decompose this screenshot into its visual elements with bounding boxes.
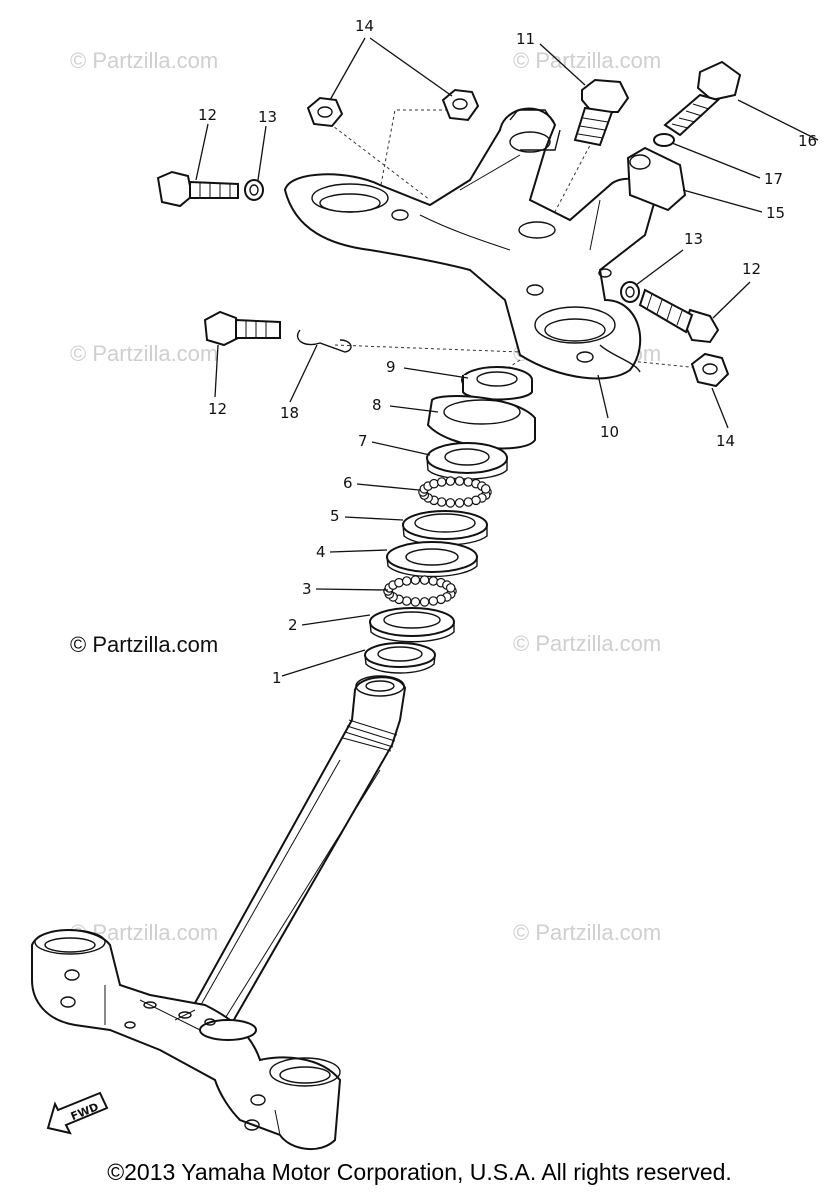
- watermark-prominent: © Partzilla.com: [70, 632, 218, 657]
- cover-7: [426, 442, 508, 480]
- nut-14-top-left: [306, 96, 344, 128]
- callout-8: 8: [372, 396, 382, 414]
- ball: [454, 498, 465, 508]
- washer-8: [426, 395, 536, 450]
- ball: [445, 476, 456, 486]
- callout-1: 1: [272, 669, 282, 687]
- callout-7: 7: [358, 432, 368, 450]
- ball: [394, 577, 404, 588]
- callout-18: 18: [280, 404, 299, 422]
- callout-13-right: 13: [684, 230, 703, 248]
- forward-arrow: FWD: [46, 1091, 109, 1135]
- ball: [445, 498, 456, 508]
- callout-12-right: 12: [742, 260, 761, 278]
- callout-11: 11: [516, 30, 535, 48]
- ball: [454, 476, 465, 486]
- ball: [410, 575, 421, 585]
- bolt-12-upper-left: [156, 170, 239, 208]
- bolt-12-lower-left: [203, 310, 281, 347]
- ball: [463, 477, 474, 487]
- bolt-11: [573, 78, 630, 147]
- ball: [480, 484, 491, 494]
- bearing-race-5: [402, 510, 488, 546]
- ring-nut-9: [461, 366, 533, 401]
- washer-13-left: [244, 179, 264, 201]
- ball: [445, 583, 456, 593]
- callout-2: 2: [288, 616, 298, 634]
- ball: [401, 576, 412, 586]
- watermark-top-left: © Partzilla.com: [70, 48, 218, 73]
- ball-bearings-3: [383, 575, 457, 607]
- nut-14-right: [690, 352, 730, 388]
- callout-6: 6: [343, 474, 353, 492]
- clamp-15: [626, 146, 687, 212]
- washer-13-right: [620, 281, 640, 303]
- ball: [428, 576, 439, 586]
- bearing-race-4: [386, 541, 478, 578]
- callout-3: 3: [302, 580, 312, 598]
- watermark-top-right: © Partzilla.com: [513, 48, 661, 73]
- ball: [401, 596, 412, 606]
- ball: [471, 495, 481, 506]
- callout-9: 9: [386, 358, 396, 376]
- clip-18: [296, 329, 352, 353]
- ball: [436, 594, 446, 605]
- ball: [428, 596, 439, 606]
- bolt-16: [663, 60, 742, 137]
- ball: [419, 597, 430, 607]
- callout-16: 16: [798, 132, 817, 150]
- lower-bracket: [31, 929, 342, 1151]
- callout-10: 10: [600, 423, 619, 441]
- upper-bracket: [283, 107, 657, 380]
- ball-bearings-6: [418, 476, 492, 508]
- ball: [436, 497, 447, 507]
- bolt-12-right: [638, 288, 720, 344]
- watermark-low-right: © Partzilla.com: [513, 920, 661, 945]
- ball: [410, 597, 421, 607]
- nut-14-top-right: [441, 88, 480, 122]
- watermark-mid-left: © Partzilla.com: [70, 341, 218, 366]
- callout-4: 4: [316, 543, 326, 561]
- ball: [463, 497, 474, 507]
- watermark-center-right: © Partzilla.com: [513, 631, 661, 656]
- steering-shaft: [188, 675, 407, 1033]
- callout-14-top: 14: [355, 17, 374, 35]
- callout-14-right: 14: [716, 432, 735, 450]
- callout-5: 5: [330, 507, 340, 525]
- washer-17: [653, 133, 675, 147]
- leader-lines: [195, 37, 819, 677]
- callout-17: 17: [764, 170, 783, 188]
- callout-15: 15: [766, 204, 785, 222]
- dust-seal-1: [364, 642, 436, 674]
- callout-12-upper-left: 12: [198, 106, 217, 124]
- copyright-notice: ©2013 Yamaha Motor Corporation, U.S.A. A…: [107, 1159, 732, 1185]
- callout-12-lower-left: 12: [208, 400, 227, 418]
- ball: [429, 478, 439, 489]
- ball: [419, 575, 430, 585]
- callout-13-left: 13: [258, 108, 277, 126]
- bearing-race-2: [369, 607, 455, 643]
- callouts: 14 11 12 13 16 17 15 13 12 9 12 18 8 10 …: [198, 17, 817, 687]
- ball: [436, 477, 447, 487]
